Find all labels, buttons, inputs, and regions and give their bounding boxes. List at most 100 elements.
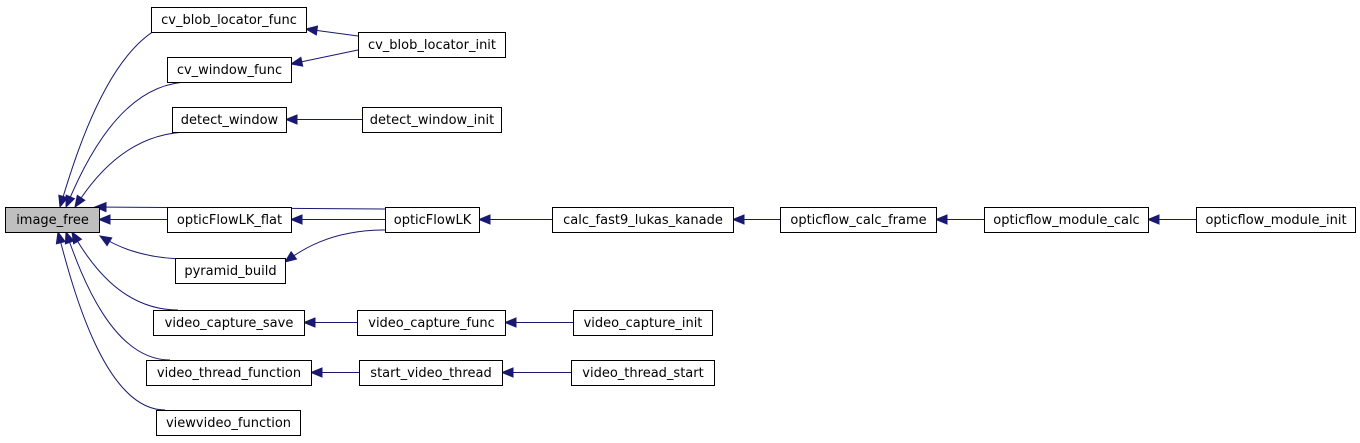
edge-arrowhead (309, 367, 323, 378)
node-box[interactable] (1196, 207, 1356, 233)
node-box[interactable] (571, 360, 715, 386)
node-box[interactable] (146, 360, 312, 386)
edge-line (57, 231, 166, 411)
node-box[interactable] (5, 207, 100, 233)
edge-line (71, 231, 179, 311)
edge-video_capture_save-to-image_free (71, 230, 179, 311)
edge-line (74, 131, 191, 208)
edge-opticFlowLK-to-opticFlowLK_flat (289, 214, 385, 225)
edge-line (65, 81, 191, 208)
edge-line (59, 19, 191, 208)
node-video_capture_func[interactable]: video_capture_func (357, 310, 506, 336)
node-label: opticflow_calc_frame (790, 213, 926, 228)
node-detect_window[interactable]: detect_window (172, 107, 287, 133)
edge-opticFlowLK-to-pyramid_build (283, 229, 386, 263)
node-opticFlowLK[interactable]: opticFlowLK (385, 207, 480, 233)
node-label: detect_window (181, 113, 279, 128)
node-label: cv_blob_locator_init (368, 38, 496, 53)
node-detect_window_init[interactable]: detect_window_init (362, 107, 502, 133)
node-pyramid_build[interactable]: pyramid_build (175, 258, 286, 284)
node-label: video_capture_func (368, 316, 494, 331)
edge-arrowhead (97, 214, 111, 225)
edge-opticflow_module_calc-to-opticflow_calc_frame (934, 214, 984, 225)
edge-video_capture_init-to-video_capture_func (503, 317, 573, 328)
node-box[interactable] (167, 207, 292, 233)
edge-arrowhead (98, 235, 113, 247)
edge-arrowhead (934, 214, 948, 225)
node-box[interactable] (780, 207, 937, 233)
node-label: opticFlowLK_flat (177, 213, 282, 228)
node-box[interactable] (362, 107, 502, 133)
node-opticflow_calc_frame[interactable]: opticflow_calc_frame (780, 207, 937, 233)
node-label: video_capture_save (165, 316, 294, 331)
edge-detect_window-to-image_free (74, 131, 191, 209)
edge-cv_blob_locator_init-to-cv_blob_locator_func (304, 25, 359, 37)
node-box[interactable] (359, 360, 503, 386)
node-video_thread_start[interactable]: video_thread_start (571, 360, 715, 386)
node-cv_window_func[interactable]: cv_window_func (167, 57, 292, 83)
node-cv_blob_locator_init[interactable]: cv_blob_locator_init (358, 32, 506, 58)
node-box[interactable] (984, 207, 1149, 233)
edge-arrowhead (302, 317, 316, 328)
edge-start_video_thread-to-video_thread_function (309, 367, 359, 378)
node-label: detect_window_init (370, 113, 494, 128)
node-label: opticflow_module_init (1205, 213, 1346, 228)
node-viewvideo_function[interactable]: viewvideo_function (156, 410, 301, 436)
edge-detect_window_init-to-detect_window (284, 114, 362, 125)
node-box[interactable] (156, 410, 301, 436)
edge-opticFlowLK_flat-to-image_free (97, 214, 167, 225)
node-box[interactable] (172, 107, 287, 133)
node-video_capture_init[interactable]: video_capture_init (573, 310, 713, 336)
nodes-layer: image_free cv_blob_locator_func cv_blob_lo… (5, 7, 1356, 436)
node-label: start_video_thread (370, 366, 491, 381)
edge-arrowhead (93, 201, 107, 213)
node-cv_blob_locator_func[interactable]: cv_blob_locator_func (151, 7, 307, 33)
edge-calc_fast9_lukas_kanade-to-opticFlowLK (477, 214, 552, 225)
node-box[interactable] (357, 310, 506, 336)
edge-arrowhead (74, 194, 86, 209)
node-opticflow_module_init[interactable]: opticflow_module_init (1196, 207, 1356, 233)
node-label: pyramid_build (184, 264, 276, 279)
edge-arrowhead (731, 214, 745, 225)
edge-line (99, 235, 189, 260)
node-label: video_thread_function (157, 366, 301, 381)
node-calc_fast9_lukas_kanade[interactable]: calc_fast9_lukas_kanade (552, 207, 734, 233)
node-box[interactable] (151, 7, 307, 33)
edge-pyramid_build-to-image_free (98, 235, 189, 260)
node-video_thread_function[interactable]: video_thread_function (146, 360, 312, 386)
node-box[interactable] (175, 258, 286, 284)
edge-line (65, 231, 171, 361)
edge-arrowhead (64, 230, 75, 245)
node-opticFlowLK_flat[interactable]: opticFlowLK_flat (167, 207, 292, 233)
node-label: video_thread_start (582, 366, 703, 381)
node-label: opticflow_module_calc (993, 213, 1139, 228)
edge-arrowhead (500, 367, 514, 378)
edge-arrowhead (284, 114, 298, 125)
node-start_video_thread[interactable]: start_video_thread (359, 360, 503, 386)
edge-line (284, 229, 386, 263)
node-box[interactable] (358, 32, 506, 58)
edge-video_thread_start-to-start_video_thread (500, 367, 571, 378)
node-opticflow_module_calc[interactable]: opticflow_module_calc (984, 207, 1149, 233)
node-box[interactable] (573, 310, 713, 336)
node-label: opticFlowLK (394, 213, 472, 228)
node-label: video_capture_init (584, 316, 703, 331)
node-label: image_free (16, 213, 89, 228)
node-box[interactable] (153, 310, 305, 336)
edge-opticflow_calc_frame-to-calc_fast9_lukas_kanade (731, 214, 780, 225)
edge-arrowhead (477, 214, 491, 225)
node-box[interactable] (552, 207, 734, 233)
edge-arrowhead (58, 194, 69, 209)
edge-arrowhead (55, 230, 66, 245)
edge-cv_blob_locator_init-to-cv_window_func (289, 49, 359, 67)
node-box[interactable] (167, 57, 292, 83)
node-box[interactable] (385, 207, 480, 233)
node-image_free[interactable]: image_free (5, 207, 100, 233)
edge-opticflow_module_init-to-opticflow_module_calc (1146, 214, 1196, 225)
node-label: cv_window_func (177, 63, 282, 78)
edge-arrowhead (1146, 214, 1160, 225)
edge-arrowhead (65, 194, 76, 209)
edge-video_thread_function-to-image_free (64, 230, 171, 361)
node-video_capture_save[interactable]: video_capture_save (153, 310, 305, 336)
